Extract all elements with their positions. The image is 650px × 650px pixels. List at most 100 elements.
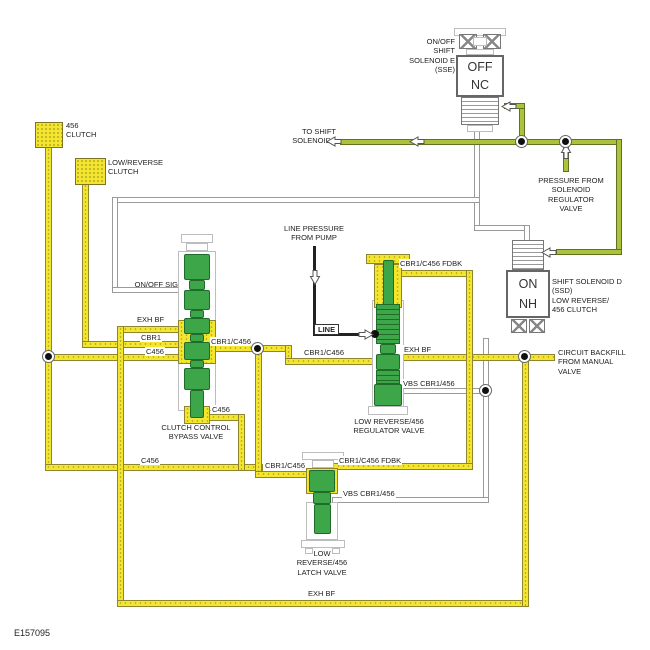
bypass-valve-top-neck [186,243,208,251]
bypass-spool-3 [184,290,210,310]
cbr1-c456-regulator-label: CBR1/C456 [303,348,346,358]
vbs-latch-line [332,497,489,503]
line-pressure-label: LINE PRESSURE FROM PUMP [283,224,345,243]
circuit-backfill-label: CIRCUIT BACKFILL FROM MANUAL VALVE [558,348,626,376]
bypass-valve-top-cap [181,234,213,243]
bypass-spool-stem [190,390,204,418]
exh-bf-left-label: EXH BF [136,315,166,325]
latch-spool-stem [314,504,331,534]
ssd-connector-x-right [529,319,545,333]
ssd-mode: NH [518,296,538,311]
regulator-rib-lower [376,370,400,384]
regulator-spool-narrow [380,344,396,354]
arrow-into-sse [500,101,517,112]
fdbk-vertical [466,270,473,470]
bypass-bottom-c456-vertical [238,414,245,471]
c456-left-label: C456 [145,347,165,357]
ssd-branch-vertical [616,139,622,254]
sse-ring [467,125,493,132]
regulator-spool-bottom [374,384,402,406]
junction-dot-sse-branch [516,136,527,147]
sse-connector-cap [454,28,506,36]
bypass-spool-5 [184,318,210,334]
sse-neck [466,49,494,55]
sse-state: OFF [467,60,493,75]
ssd-rib-top [512,240,544,270]
exh-bf-bottom-label: EXH BF [308,589,336,598]
regulator-line-port-knob [371,330,379,338]
latch-bottom-flange [301,540,345,548]
ssd-branch-horizontal [556,249,622,255]
cbr1-label: CBR1 [140,333,163,343]
bypass-valve-label: CLUTCH CONTROL BYPASS VALVE [161,423,231,442]
fdbk-regulator-label: CBR1/C456 FDBK [399,259,464,269]
c456-bypass-bottom-label: C456 [211,405,231,415]
ssd-state: ON [518,277,538,292]
latch-top-neck [312,460,334,468]
cbr1-c456-to-latch-line [255,471,313,478]
exh-bf-mid-label: EXH BF [403,345,433,355]
line-port-label: LINE [314,324,340,336]
regulator-rib-upper [376,304,400,344]
ssd-connector-x-left [511,319,527,333]
ssd-label: SHIFT SOLENOID D (SSD) LOW REVERSE/ 456 … [552,277,622,315]
exh-bf-bottom-line [117,600,529,607]
regulator-stem-top [383,260,394,308]
regulator-bottom-flange [368,406,408,415]
latch-valve-label: LOW REVERSE/456 LATCH VALVE [296,549,348,577]
vbs-latch-label: VBS CBR1/456 [342,489,396,499]
bypass-spool-6 [190,334,204,342]
c456-clutch-box [35,122,63,148]
solenoid-feed-main-line [340,139,622,145]
figure-id-label: E157095 [14,628,51,638]
regulator-valve-label: LOW REVERSE/456 REGULATOR VALVE [353,417,425,436]
cbr1-c456-to-regulator-b [285,358,378,365]
low-reverse-clutch-label: LOW/REVERSE CLUTCH [108,158,164,177]
sse-stem-line [474,130,480,231]
bypass-spool-8 [190,360,204,368]
ssd-feed-line-horizontal [474,225,530,231]
latch-foot-left [305,548,313,554]
ssd-body: ON NH [506,270,550,318]
cbr1-c456-junction-drop [255,352,262,478]
arrow-line-pressure-down [309,270,321,286]
cbr1-line [82,341,182,348]
bypass-spool-7 [184,342,210,360]
arrow-line-into-regulator [358,329,375,340]
fdbk-latch-label: CBR1/C456 FDBK [338,456,403,466]
arrow-feed-line-left [408,136,425,147]
sse-label: ON/OFF SHIFT SOLENOID E (SSE) [409,37,455,75]
junction-dot-circuit-backfill [519,351,530,362]
bypass-spool-4 [190,310,204,318]
sse-connector-center [473,37,487,46]
cbr1-c456-bypass-label: CBR1/C456 [210,337,253,347]
fdbk-regulator-horizontal [398,270,473,277]
vbs-line-vertical [483,338,489,503]
on-off-sig-line-horizontal [112,197,480,203]
sse-mode: NC [470,77,490,92]
c456-clutch-feed-line [45,147,52,471]
vbs-regulator-line [398,388,489,394]
latch-foot-right [332,548,340,554]
low-reverse-clutch-box [75,158,106,185]
c456-clutch-label: 456 CLUTCH [66,121,97,140]
circuit-backfill-vertical [522,354,529,607]
c456-bottom-label: C456 [140,456,160,466]
sse-connector-x-left [459,34,477,49]
bypass-spool-1 [184,254,210,280]
to-shift-solenoids-label: TO SHIFT SOLENOIDS [292,127,336,146]
exh-bf-left-horizontal [117,326,187,333]
bypass-spool-2 [189,280,205,290]
cbr1-c456-latch-label: CBR1/C456 [264,461,307,471]
junction-dot-srv-pressure [560,136,571,147]
latch-spool-2 [313,492,331,504]
sse-rib-stack [461,97,499,125]
latch-spool-1 [309,470,335,492]
sse-body: OFF NC [456,55,504,97]
exh-bf-left-vertical [117,326,124,607]
pressure-from-srv-label: PRESSURE FROM SOLENOID REGULATOR VALVE [538,176,604,214]
vbs-regulator-label: VBS CBR1/456 [402,379,456,389]
line-pressure-horizontal [313,333,375,336]
junction-dot-c456 [43,351,54,362]
